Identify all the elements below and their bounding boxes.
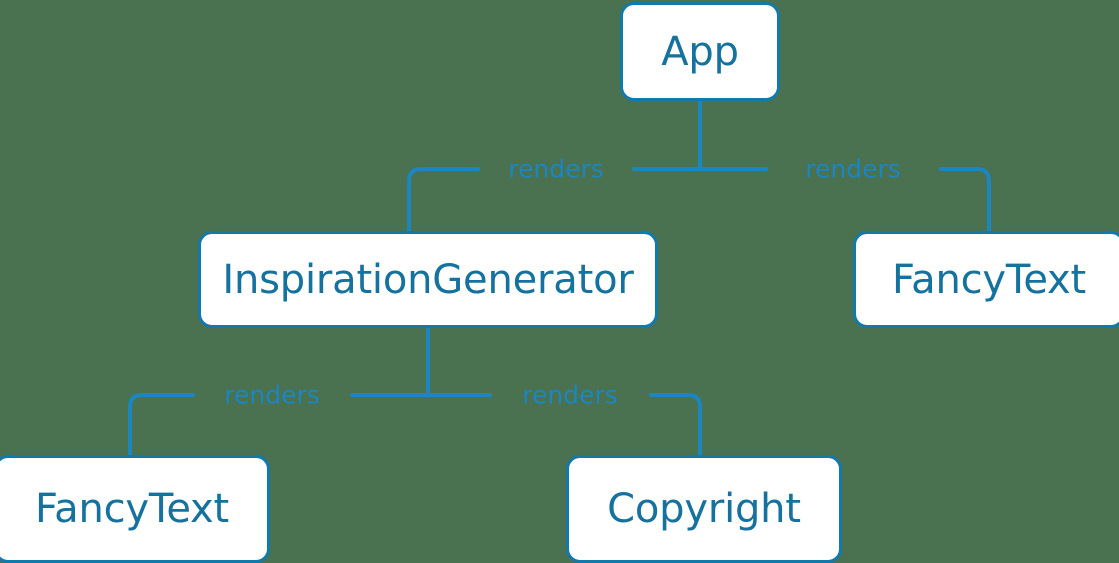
- node-inspiration-generator[interactable]: InspirationGenerator: [198, 231, 658, 328]
- edge-label-app-to-fancytext: renders: [805, 154, 901, 184]
- node-app-label: App: [661, 28, 739, 75]
- edge-label-inspiration-generator-to-fancytext: renders: [224, 380, 320, 410]
- node-fancytext-left[interactable]: FancyText: [0, 455, 270, 563]
- node-app[interactable]: App: [620, 2, 780, 101]
- node-fancytext-right[interactable]: FancyText: [853, 231, 1119, 328]
- edge-label-inspiration-generator-to-copyright: renders: [522, 380, 618, 410]
- node-copyright[interactable]: Copyright: [566, 455, 842, 563]
- node-inspiration-generator-label: InspirationGenerator: [222, 256, 634, 303]
- edge-inspiration-to-copyright-right: [649, 393, 702, 457]
- edge-app-to-fancytext-right: [939, 167, 991, 233]
- node-fancytext-left-label: FancyText: [35, 486, 229, 532]
- edge-inspiration-to-fancytext-right: [128, 393, 195, 457]
- node-copyright-label: Copyright: [607, 486, 801, 532]
- edge-app-to-inspiration-right: [407, 167, 480, 233]
- edge-label-app-to-inspiration-generator: renders: [508, 154, 604, 184]
- node-fancytext-right-label: FancyText: [892, 256, 1086, 303]
